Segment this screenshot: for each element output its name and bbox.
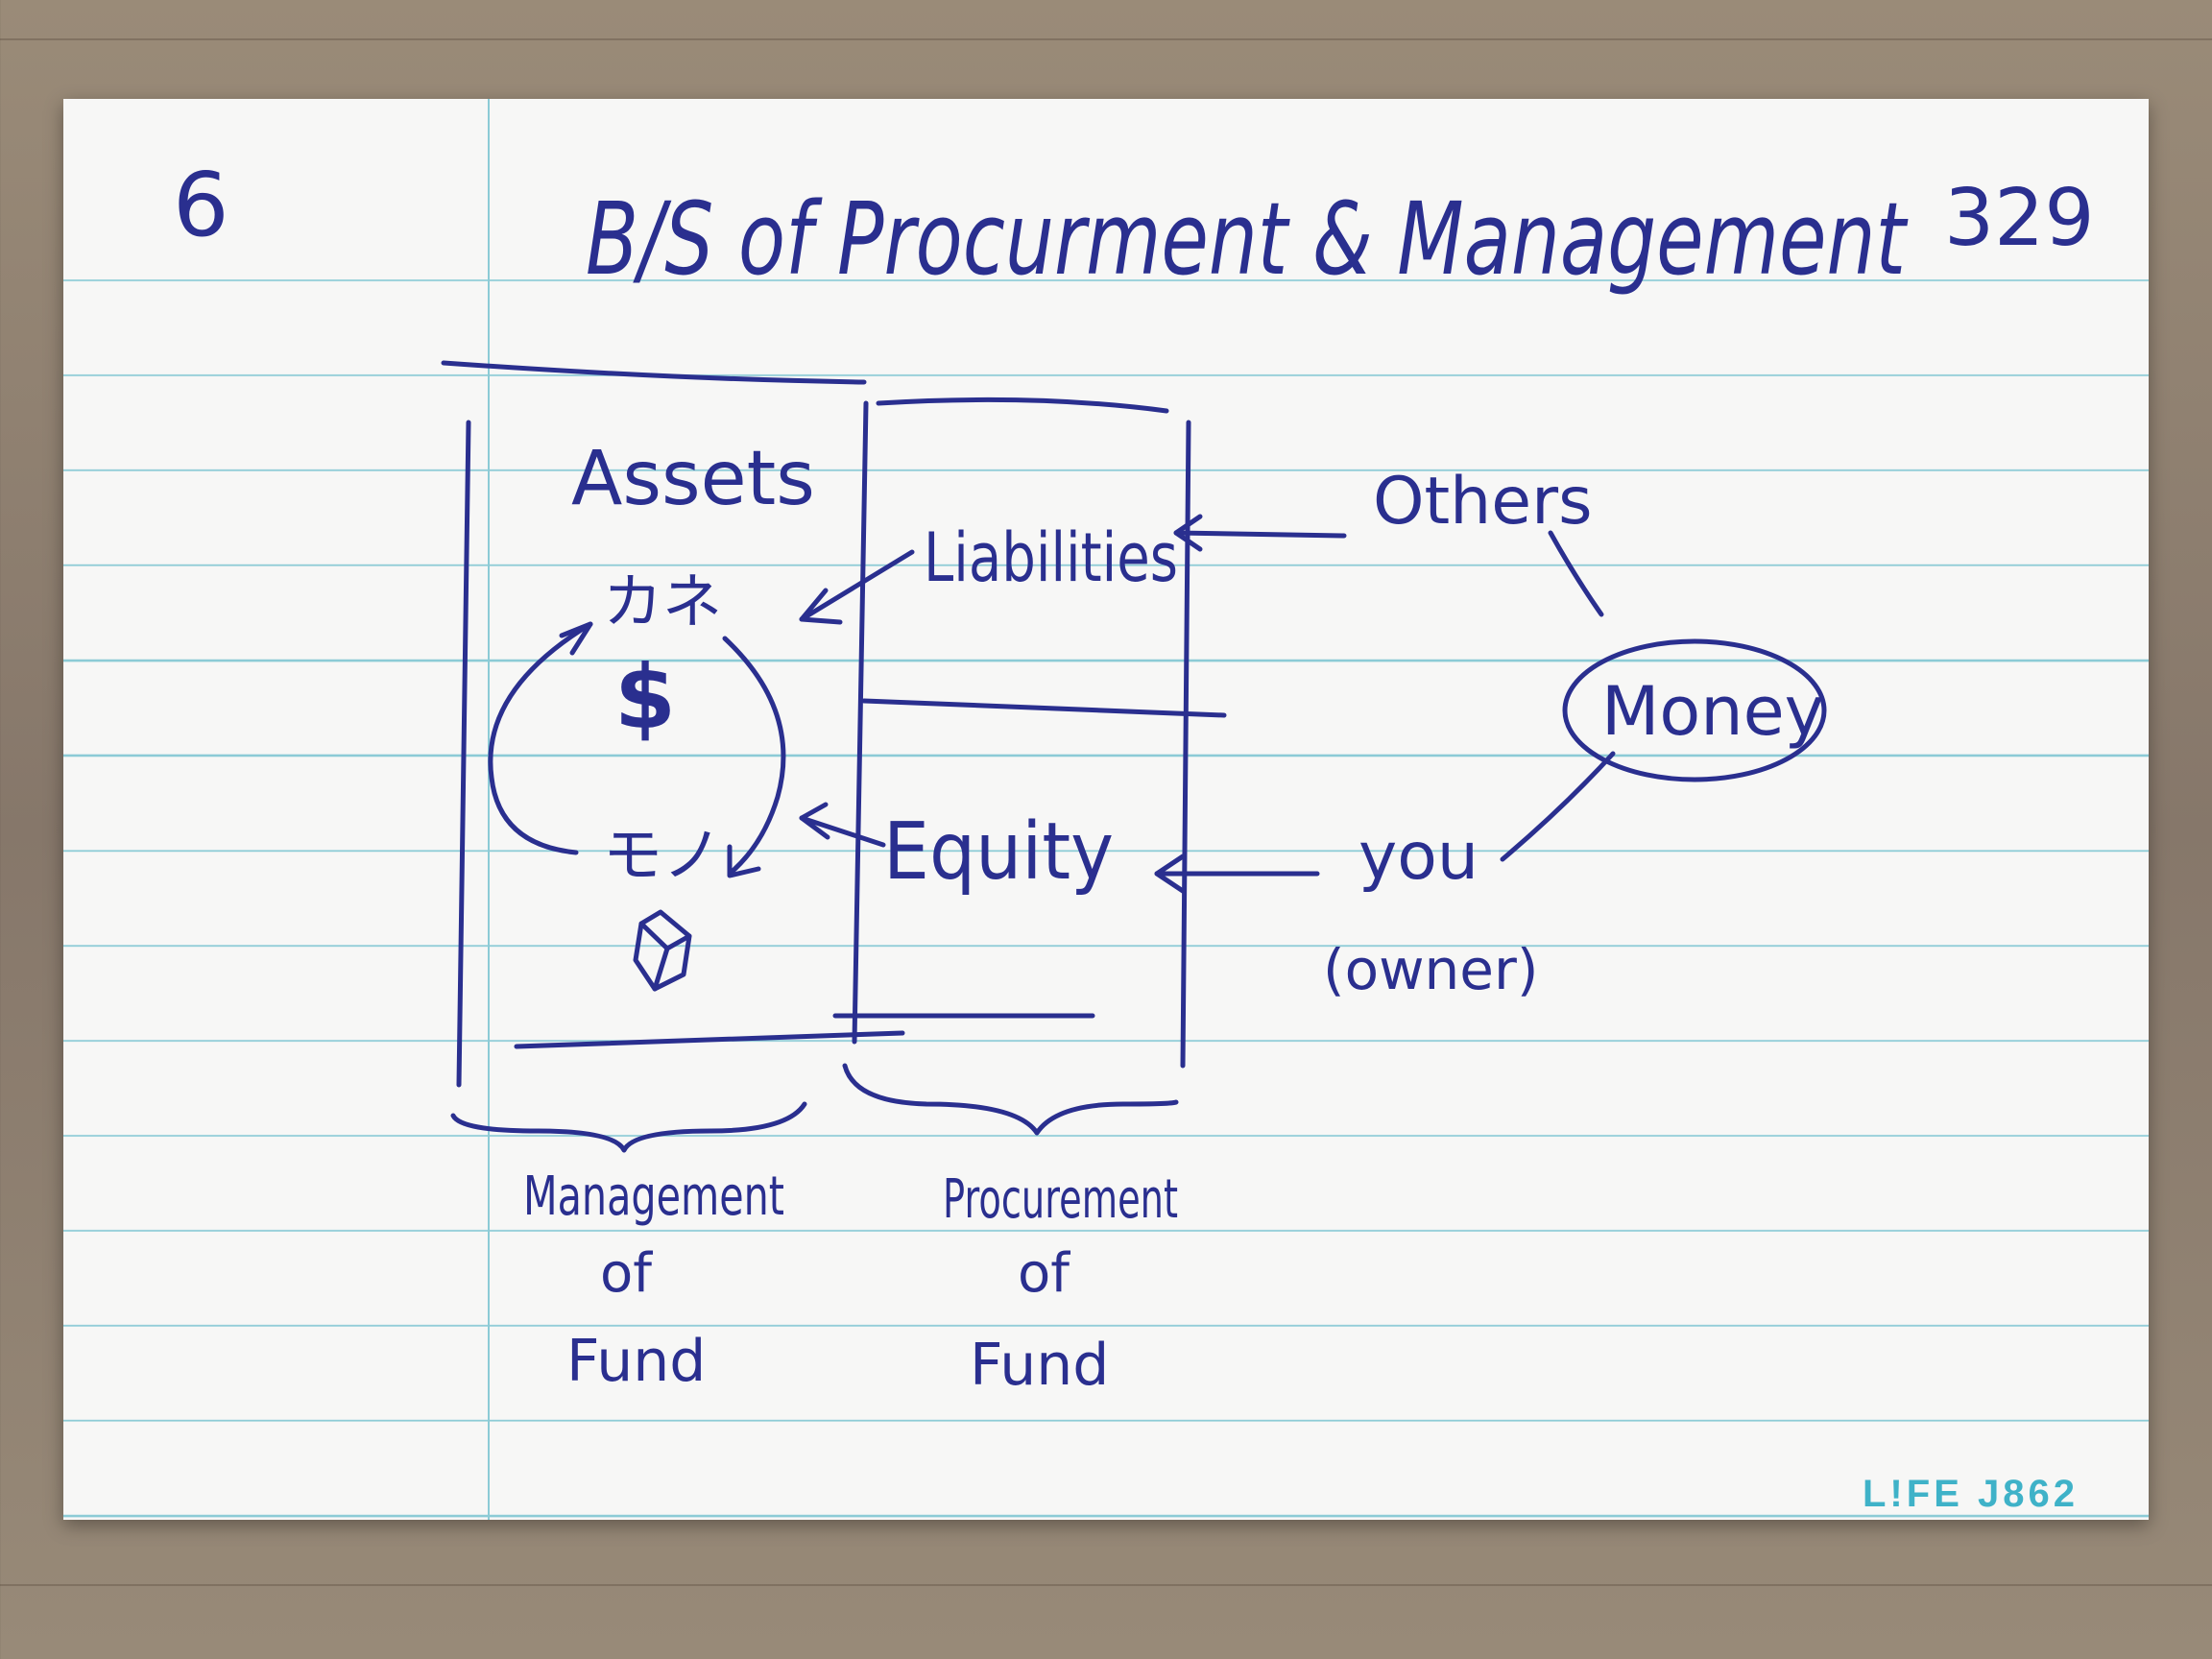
others-arrowhead <box>1173 514 1203 552</box>
cycle-arrow-left <box>488 621 593 855</box>
card-number: 329 <box>1944 173 2095 264</box>
equity-label: Equity <box>883 806 1114 898</box>
procurement-label-line1: Procurement <box>943 1168 1178 1231</box>
sheet-bottom-line <box>514 1030 905 1049</box>
equity-to-goods-arrowhead <box>799 802 830 840</box>
procurement-label-line3: Fund <box>970 1332 1109 1399</box>
sheet-left-edge <box>456 420 471 1088</box>
liabilities-to-cash-arrow <box>799 549 915 622</box>
card-header-band <box>63 99 2149 279</box>
index-card <box>63 99 2149 1520</box>
right-column-top <box>876 397 1169 414</box>
assets-label: Assets <box>571 436 815 522</box>
goods-label: モノ <box>603 820 722 890</box>
liabilities-to-cash-arrowhead <box>799 588 843 625</box>
management-label-line1: Management <box>523 1166 784 1228</box>
equity-to-goods-arrow <box>799 815 886 848</box>
plank-seam <box>0 38 2212 40</box>
money-to-others-line <box>1548 530 1604 617</box>
liabilities-equity-divider <box>861 698 1227 718</box>
others-label: Others <box>1373 464 1593 540</box>
dollar-symbol: $ <box>614 646 676 749</box>
management-label-line2: of <box>600 1242 653 1305</box>
card-brand-mark: L!FE J862 <box>1863 1473 2079 1515</box>
card-title: B/S of Procurment & Management <box>586 180 1908 298</box>
page-number: 6 <box>173 154 229 256</box>
plank-seam <box>0 1584 2212 1586</box>
sheet-right-edge <box>1180 420 1191 1069</box>
others-to-liabilities-arrow <box>1173 530 1347 539</box>
cycle-arrowhead-bottom <box>727 844 761 878</box>
management-brace <box>450 1101 807 1153</box>
liabilities-label: Liabilities <box>924 518 1178 597</box>
you-arrowhead <box>1154 854 1186 894</box>
money-to-you-line <box>1500 751 1616 862</box>
owner-label: (owner) <box>1323 937 1538 1002</box>
procurement-brace <box>842 1063 1179 1136</box>
management-label-line3: Fund <box>566 1328 706 1395</box>
money-ellipse <box>1562 638 1827 782</box>
cycle-arrowhead-top <box>559 621 593 656</box>
you-label: you <box>1358 819 1479 895</box>
procurement-label-line2: of <box>1018 1242 1070 1305</box>
sheet-divider <box>852 400 869 1045</box>
margin-line <box>488 99 490 1520</box>
cycle-arrow-right <box>722 636 786 877</box>
money-label: Money <box>1601 672 1824 751</box>
sheet-top-line <box>441 360 867 385</box>
cube-icon <box>633 909 692 992</box>
cash-label: カネ <box>603 566 722 637</box>
